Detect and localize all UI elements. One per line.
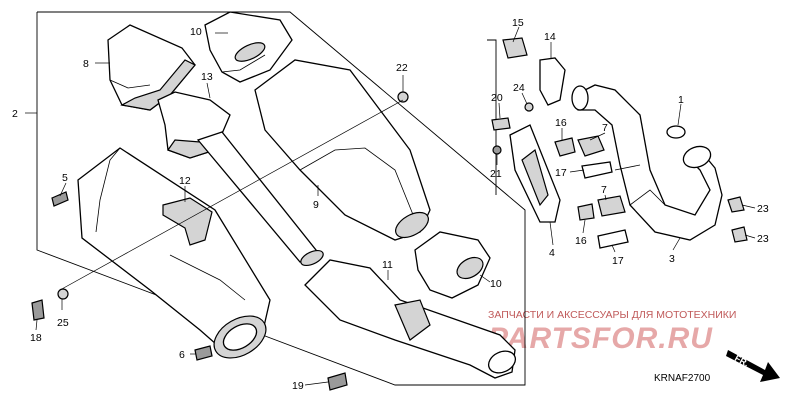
diagram-code: KRNAF2700 [654, 373, 711, 384]
silencer-body [254, 59, 431, 241]
band-17a [581, 161, 613, 179]
clip-7a [577, 135, 605, 157]
washer-22 [397, 91, 409, 103]
callout-3: 3 [669, 253, 675, 265]
callout-25: 25 [57, 317, 69, 329]
callout-21: 21 [490, 168, 502, 180]
callout-9: 9 [313, 199, 319, 211]
callout-7-bottom: 7 [601, 184, 607, 196]
nut-16b [577, 203, 595, 221]
bolt-18 [31, 299, 45, 321]
callout-15: 15 [512, 17, 524, 29]
mid-pipe [304, 259, 517, 379]
bolt-19 [327, 372, 348, 391]
exhaust-pipe-assembly-frame [487, 39, 497, 195]
callout-12: 12 [179, 175, 191, 187]
small-parts [31, 37, 748, 391]
callout-10-top: 10 [190, 26, 202, 38]
callout-23-top: 23 [757, 203, 769, 215]
callout-11: 11 [382, 259, 393, 271]
callout-23-bottom: 23 [757, 233, 769, 245]
heat-shield [509, 124, 561, 223]
callout-8: 8 [83, 58, 89, 70]
watermark-logo: PARTSFOR.RU [488, 322, 713, 355]
callout-20: 20 [491, 92, 503, 104]
callout-17-bottom: 17 [612, 255, 624, 267]
callout-24: 24 [513, 82, 525, 94]
muffler-assembly-frame [36, 11, 526, 386]
front-direction-arrow: FR. [726, 350, 780, 382]
nut-16a [554, 137, 576, 157]
callout-2: 2 [12, 108, 18, 120]
screw-5 [51, 191, 69, 207]
bolt-20 [491, 117, 511, 131]
washer-24 [524, 102, 534, 112]
leader-lines [25, 26, 756, 386]
callout-4: 4 [549, 247, 555, 259]
callout-1: 1 [678, 94, 684, 106]
bolt-21 [492, 145, 502, 155]
callout-numbers: 2 8 10 13 22 12 5 9 11 10 6 19 15 14 24 … [12, 17, 769, 392]
exhaust-pipe [571, 84, 723, 241]
gasket-15 [502, 37, 528, 59]
callout-19: 19 [292, 380, 304, 392]
muffler-body [77, 147, 271, 359]
callout-13: 13 [201, 71, 213, 83]
callout-16-top: 16 [555, 117, 567, 129]
clamp-14 [539, 57, 566, 106]
washer-25 [57, 288, 69, 300]
band-17b [597, 229, 629, 249]
gasket-1 [666, 125, 686, 139]
callout-7-top: 7 [602, 122, 608, 134]
callout-18: 18 [30, 332, 42, 344]
callout-14: 14 [544, 31, 556, 43]
nut-23b [731, 226, 748, 243]
nut-23a [727, 196, 745, 213]
callout-17-top: 17 [555, 167, 567, 179]
watermark-tagline: ЗАПЧАСТИ И АКСЕССУАРЫ ДЛЯ МОТОТЕХНИКИ [488, 309, 736, 321]
callout-16-bottom: 16 [575, 235, 587, 247]
callout-22: 22 [396, 62, 408, 74]
callout-5: 5 [62, 172, 68, 184]
tail-pipe [157, 91, 324, 267]
silencer-cap-bottom [414, 231, 491, 299]
muffler-end-cap [107, 24, 196, 111]
clip-7b [597, 195, 626, 217]
callout-10-bottom: 10 [490, 278, 502, 290]
screw-6 [194, 345, 213, 361]
callout-6: 6 [179, 349, 185, 361]
silencer-cap-top [204, 11, 293, 83]
